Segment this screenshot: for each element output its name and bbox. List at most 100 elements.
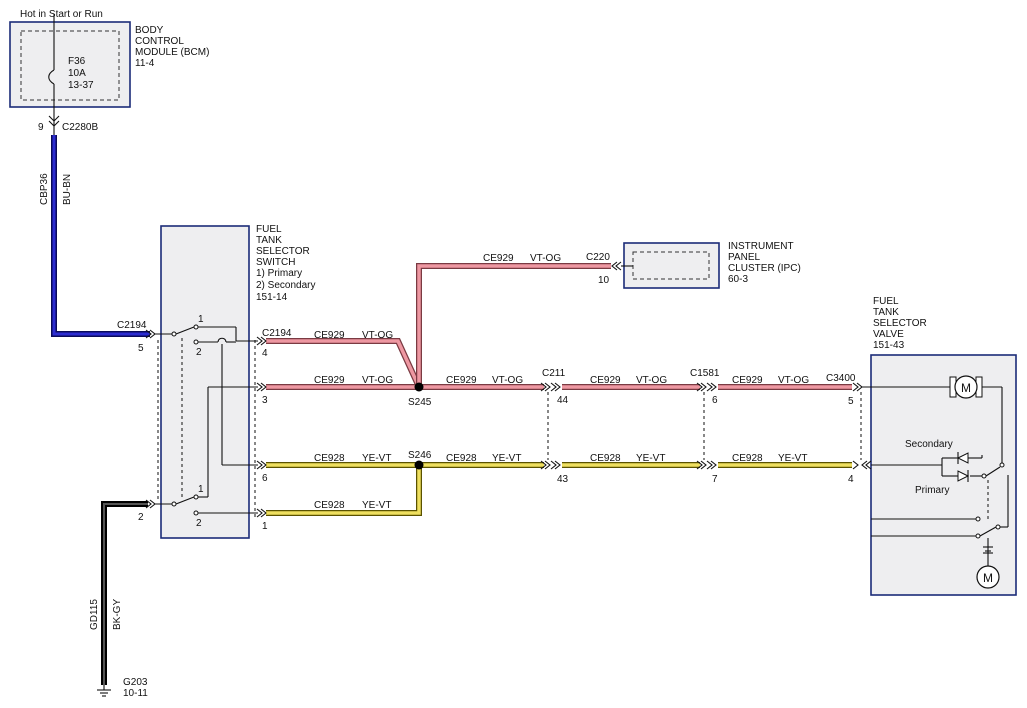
ce928-label-5: CE928	[314, 500, 345, 511]
valve-name-2: TANK	[873, 307, 899, 318]
ce929-color-1: VT-OG	[362, 330, 393, 341]
valve-name-4: VALVE	[873, 329, 904, 340]
switch-pin-1: 1	[262, 521, 268, 532]
switch-right-connectors	[256, 336, 267, 518]
bcm-connector: C2280B	[62, 122, 98, 133]
splice-s246	[414, 460, 424, 470]
switch-left-pin-top: 5	[138, 343, 144, 354]
switch-contact-2-lower: 2	[196, 518, 202, 529]
switch-pin-3: 3	[262, 395, 268, 406]
c1581-pin-7: 7	[712, 474, 718, 485]
bcm-name-3: MODULE (BCM)	[135, 47, 209, 58]
ce929-label-2: CE929	[314, 375, 345, 386]
valve-name-1: FUEL	[873, 296, 899, 307]
ce929-color-6: VT-OG	[530, 253, 561, 264]
motor-icon: M	[949, 375, 983, 399]
ce928-color-3: YE-VT	[636, 453, 665, 464]
gd115-color: BK-GY	[112, 599, 123, 630]
switch-contact-1-lower: 1	[198, 484, 204, 495]
valve-pin-5: 5	[848, 396, 854, 407]
inline-connector-c1581	[696, 382, 717, 470]
ce929-color-5: VT-OG	[778, 375, 809, 386]
c1581-label: C1581	[690, 368, 720, 379]
ground-name: G203	[123, 677, 148, 688]
ipc-name-1: INSTRUMENT	[728, 241, 794, 252]
c211-label: C211	[542, 368, 566, 379]
fuse-rating: 10A	[68, 68, 86, 79]
valve-pin-4: 4	[848, 474, 854, 485]
switch-ref: 151-14	[256, 292, 288, 303]
ce928-color-5: YE-VT	[362, 500, 391, 511]
ce928-color-4: YE-VT	[778, 453, 807, 464]
switch-name-2: TANK	[256, 235, 282, 246]
switch-upper-contacts: 1 2	[155, 314, 258, 466]
wires-ce929	[266, 263, 852, 390]
switch-pin-6: 6	[262, 473, 268, 484]
motor-label-bottom: M	[983, 571, 993, 585]
fuse-ref: 13-37	[68, 80, 94, 91]
ce928-label-3: CE928	[590, 453, 621, 464]
bcm-pin: 9	[38, 122, 44, 133]
motor-icon: M	[976, 565, 1000, 589]
switch-pos-2: 2) Secondary	[256, 280, 315, 291]
inline-connector-c211	[540, 382, 561, 470]
ce929-label-5: CE929	[732, 375, 763, 386]
ce929-label-3: CE929	[446, 375, 477, 386]
switch-contact-2-upper: 2	[196, 347, 202, 358]
wire-labels: CE929 VT-OG CE929 VT-OG CE929 VT-OG CE92…	[314, 253, 809, 511]
c1581-pin-6: 6	[712, 395, 718, 406]
motor-label-top: M	[961, 381, 971, 395]
cbp36-circuit: CBP36	[39, 173, 50, 205]
ce929-label-1: CE929	[314, 330, 345, 341]
switch-pin-4: 4	[262, 348, 268, 359]
bcm-box	[9, 21, 131, 108]
splice-s245	[414, 382, 424, 392]
c211-pin-44: 44	[557, 395, 569, 406]
valve-connector: C3400	[826, 373, 856, 384]
valve-connectors	[852, 382, 872, 470]
valve-name-3: SELECTOR	[873, 318, 927, 329]
ce928-color-1: YE-VT	[362, 453, 391, 464]
cell-icon	[983, 546, 993, 554]
switch-lower-contacts: 1 2	[155, 386, 258, 529]
ipc-box	[623, 242, 720, 289]
wires-ce928	[266, 462, 852, 516]
ce928-label-1: CE928	[314, 453, 345, 464]
ipc-connector: C220	[586, 252, 610, 263]
ipc-name-2: PANEL	[728, 252, 760, 263]
ground-ref: 10-11	[123, 688, 148, 699]
diode-icon	[956, 452, 970, 482]
gd115-circuit: GD115	[89, 599, 100, 630]
cbp36-color: BU-BN	[62, 174, 73, 205]
ground-icon	[97, 685, 111, 697]
splice-s245-label: S245	[408, 397, 432, 408]
switch-name-4: SWITCH	[256, 257, 295, 268]
ipc-ref: 60-3	[728, 274, 748, 285]
switch-left-connector: C2194	[117, 320, 147, 331]
wire-cbp36	[51, 135, 150, 337]
switch-contact-1-upper: 1	[198, 314, 204, 325]
switch-name-3: SELECTOR	[256, 246, 310, 257]
bcm-name-2: CONTROL	[135, 36, 184, 47]
bcm-ref: 11-4	[135, 58, 155, 69]
wire-gd115	[101, 501, 148, 685]
c211-pin-43: 43	[557, 474, 569, 485]
switch-box	[160, 225, 250, 539]
ipc-pin: 10	[598, 275, 610, 286]
valve-secondary-label: Secondary	[905, 439, 953, 450]
valve-ref: 151-43	[873, 340, 905, 351]
ipc-name-3: CLUSTER (IPC)	[728, 263, 801, 274]
switch-name-1: FUEL	[256, 224, 282, 235]
switch-right-connector: C2194	[262, 328, 292, 339]
power-label: Hot in Start or Run	[20, 9, 103, 20]
switch-pos-1: 1) Primary	[256, 268, 302, 279]
fuse-icon	[48, 69, 55, 85]
bcm-name-1: BODY	[135, 25, 164, 36]
ce929-color-4: VT-OG	[636, 375, 667, 386]
ce928-label-4: CE928	[732, 453, 763, 464]
ce928-color-2: YE-VT	[492, 453, 521, 464]
ce929-label-4: CE929	[590, 375, 621, 386]
ce929-color-2: VT-OG	[362, 375, 393, 386]
ce929-label-6: CE929	[483, 253, 514, 264]
